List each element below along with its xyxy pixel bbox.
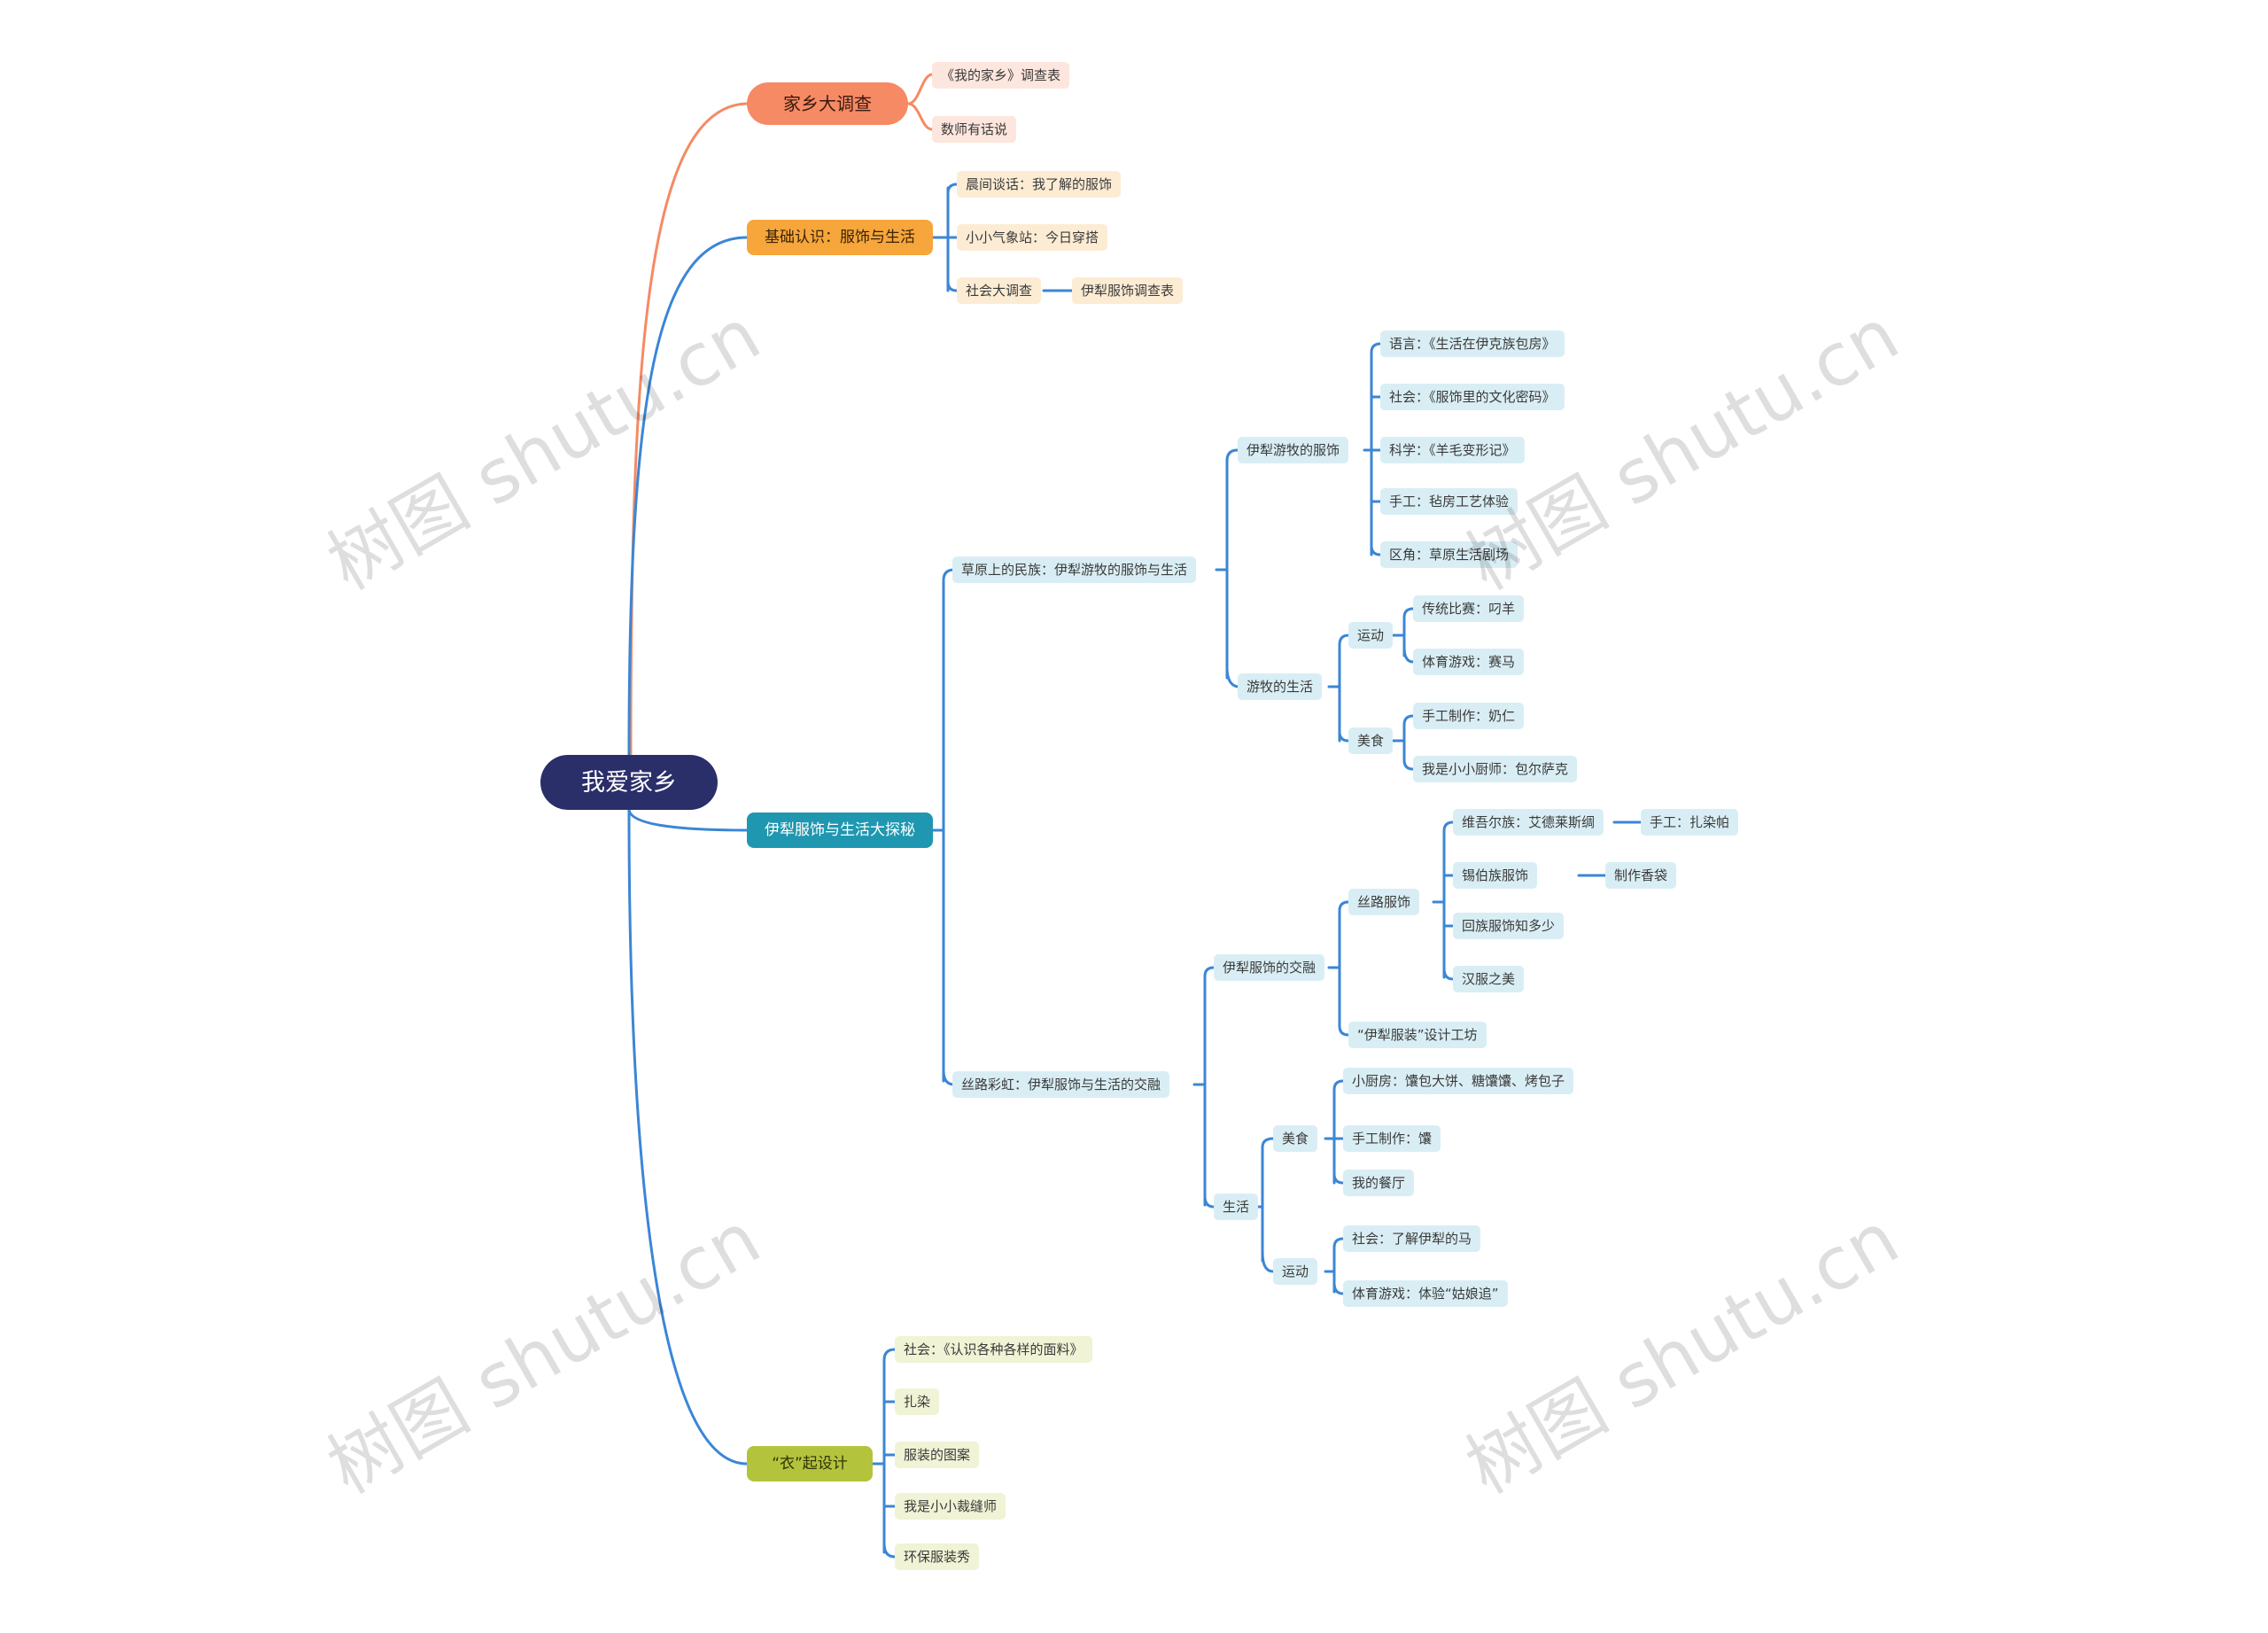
leaf-science-wool[interactable]: 科学：《羊毛变形记》: [1380, 437, 1525, 463]
leaf-small-kitchen[interactable]: 小厨房：馕包大饼、糖馕馕、烤包子: [1343, 1068, 1574, 1094]
node-silk-clothing[interactable]: 丝路服饰: [1348, 889, 1420, 915]
node-clothing-blend[interactable]: 伊犁服饰的交融: [1214, 954, 1325, 981]
node-nomad-life[interactable]: 游牧的生活: [1238, 673, 1323, 700]
leaf-clothing-patterns[interactable]: 服装的图案: [895, 1442, 980, 1468]
leaf-han-clothing[interactable]: 汉服之美: [1453, 966, 1525, 992]
leaf-uyghur-atlas[interactable]: 维吾尔族：艾德莱斯绸: [1453, 809, 1604, 836]
leaf-language[interactable]: 语言：《生活在伊克族包房》: [1380, 330, 1565, 357]
leaf-my-hometown-questionnaire[interactable]: 《我的家乡》调查表: [932, 62, 1070, 89]
leaf-morning-talk[interactable]: 晨间谈话：我了解的服饰: [957, 171, 1122, 198]
leaf-social-culture[interactable]: 社会：《服饰里的文化密码》: [1380, 384, 1565, 410]
leaf-tie-dye[interactable]: 扎染: [895, 1388, 940, 1415]
leaf-little-tailor[interactable]: 我是小小裁缝师: [895, 1493, 1006, 1520]
leaf-fabric-knowledge[interactable]: 社会：《认识各种各样的面料》: [895, 1336, 1092, 1363]
leaf-little-chef[interactable]: 我是小小厨师：包尔萨克: [1413, 756, 1578, 782]
leaf-xibe-clothing[interactable]: 锡伯族服饰: [1453, 862, 1538, 889]
leaf-teacher-says[interactable]: 数师有话说: [932, 116, 1017, 143]
node-sport[interactable]: 运动: [1348, 622, 1394, 649]
leaf-naan-making[interactable]: 手工制作：馕: [1343, 1125, 1441, 1152]
node-nomad-clothing[interactable]: 伊犁游牧的服饰: [1238, 437, 1349, 463]
leaf-my-restaurant[interactable]: 我的餐厅: [1343, 1170, 1415, 1196]
leaf-yili-clothing-survey[interactable]: 伊犁服饰调查表: [1072, 277, 1184, 304]
node-silk-road[interactable]: 丝路彩虹：伊犁服饰与生活的交融: [952, 1071, 1170, 1098]
leaf-sachet-making[interactable]: 制作香袋: [1605, 862, 1677, 889]
leaf-design-workshop[interactable]: “伊犁服装”设计工坊: [1348, 1022, 1487, 1048]
node-grassland[interactable]: 草原上的民族：伊犁游牧的服饰与生活: [952, 556, 1197, 583]
leaf-tie-dye-handkerchief[interactable]: 手工：扎染帕: [1641, 809, 1739, 836]
leaf-horse-race[interactable]: 体育游戏：赛马: [1413, 649, 1525, 675]
leaf-milk-making[interactable]: 手工制作：奶仁: [1413, 703, 1525, 729]
leaf-hui-clothing[interactable]: 回族服饰知多少: [1453, 913, 1565, 939]
leaf-yili-horse[interactable]: 社会：了解伊犁的马: [1343, 1225, 1481, 1252]
node-living-sport[interactable]: 运动: [1273, 1258, 1318, 1285]
leaf-girl-chase[interactable]: 体育游戏：体验“姑娘追”: [1343, 1280, 1508, 1307]
leaf-corner-theater[interactable]: 区角：草原生活剧场: [1380, 541, 1518, 568]
branch-hometown-survey[interactable]: 家乡大调查: [747, 82, 908, 125]
node-food[interactable]: 美食: [1348, 727, 1394, 754]
branch-basic-knowledge[interactable]: 基础认识：服饰与生活: [747, 220, 933, 255]
branch-clothing-design[interactable]: “衣”起设计: [747, 1446, 873, 1481]
leaf-weather-station[interactable]: 小小气象站：今日穿搭: [957, 224, 1108, 251]
branch-clothing-life-explore[interactable]: 伊犁服饰与生活大探秘: [747, 813, 933, 848]
leaf-eco-fashion-show[interactable]: 环保服装秀: [895, 1544, 980, 1570]
leaf-goat-grabbing[interactable]: 传统比赛：叼羊: [1413, 595, 1525, 622]
node-living[interactable]: 生活: [1214, 1194, 1259, 1220]
root-node[interactable]: 我爱家乡: [540, 755, 718, 810]
leaf-handcraft-felt[interactable]: 手工：毡房工艺体验: [1380, 488, 1518, 515]
node-living-food[interactable]: 美食: [1273, 1125, 1318, 1152]
leaf-social-survey[interactable]: 社会大调查: [957, 277, 1042, 304]
